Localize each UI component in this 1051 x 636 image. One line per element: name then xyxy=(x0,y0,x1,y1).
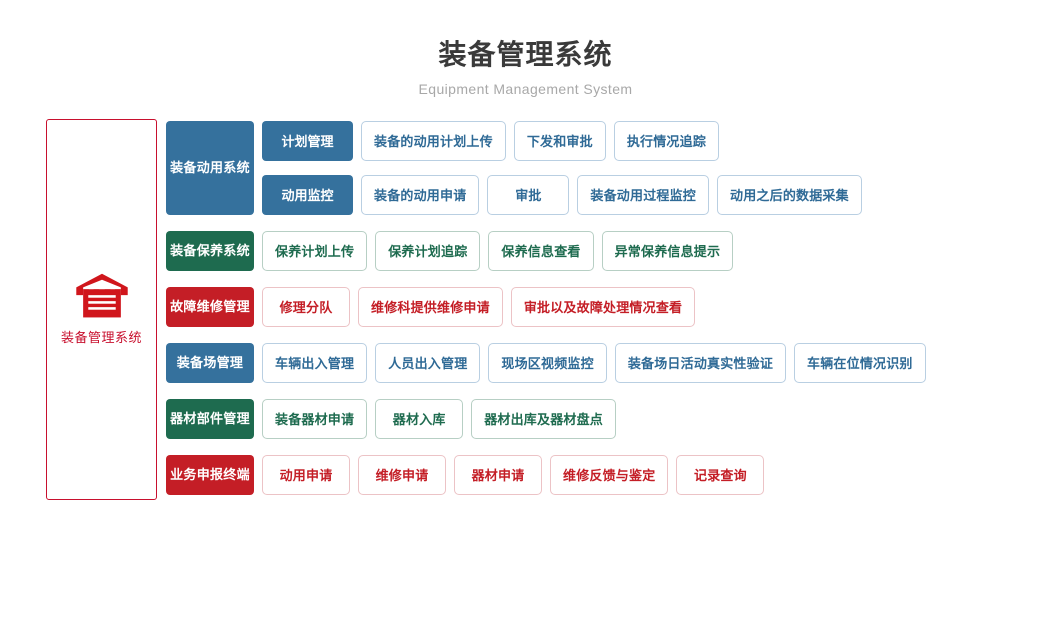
leaf-box[interactable]: 维修科提供维修申请 xyxy=(358,286,503,327)
leaf-box[interactable]: 动用之后的数据采集 xyxy=(717,174,862,215)
leaf-box[interactable]: 修理分队 xyxy=(262,286,350,327)
leaf-box[interactable]: 审批以及故障处理情况查看 xyxy=(510,286,696,327)
module-row-business-declaration: 业务申报终端 动用申请 维修申请 器材申请 维修反馈与鉴定 记录查询 xyxy=(166,454,926,495)
leaf-box[interactable]: 维修反馈与鉴定 xyxy=(550,454,669,495)
module-rows: 装备动用系统 计划管理 装备的动用计划上传 下发和审批 执行情况追踪 动用监控 … xyxy=(166,119,926,495)
module-row-parts-management: 器材部件管理 装备器材申请 器材入库 器材出库及器材盘点 xyxy=(166,398,926,439)
subcategory-box-usage-monitoring[interactable]: 动用监控 xyxy=(262,174,353,215)
leaf-box[interactable]: 保养信息查看 xyxy=(488,230,594,271)
leaf-box[interactable]: 器材申请 xyxy=(454,454,542,495)
leaf-box[interactable]: 现场区视频监控 xyxy=(488,342,607,383)
leaf-box[interactable]: 器材出库及器材盘点 xyxy=(471,398,617,439)
leaf-box[interactable]: 装备场日活动真实性验证 xyxy=(614,342,787,383)
category-box-equipment-maintenance[interactable]: 装备保养系统 xyxy=(166,230,254,271)
system-architecture-diagram: 装备管理系统 装备动用系统 计划管理 装备的动用计划上传 下发和审批 执行情况追… xyxy=(0,118,1051,500)
leaf-box[interactable]: 装备的动用申请 xyxy=(361,174,480,215)
leaf-box[interactable]: 动用申请 xyxy=(262,454,350,495)
leaf-box[interactable]: 审批 xyxy=(487,174,570,215)
leaf-box[interactable]: 装备器材申请 xyxy=(262,398,368,439)
leaf-box[interactable]: 装备的动用计划上传 xyxy=(361,120,506,161)
subrow-usage-monitoring: 动用监控 装备的动用申请 审批 装备动用过程监控 动用之后的数据采集 xyxy=(262,174,862,215)
leaf-box[interactable]: 装备动用过程监控 xyxy=(577,174,710,215)
leaf-box[interactable]: 异常保养信息提示 xyxy=(601,230,734,271)
page-subtitle: Equipment Management System xyxy=(418,80,633,97)
root-system-panel[interactable]: 装备管理系统 xyxy=(46,118,157,500)
category-box-equipment-usage[interactable]: 装备动用系统 xyxy=(166,120,254,215)
leaf-box[interactable]: 保养计划上传 xyxy=(262,230,368,271)
leaf-box[interactable]: 器材入库 xyxy=(375,398,464,439)
module-row-fault-repair: 故障维修管理 修理分队 维修科提供维修申请 审批以及故障处理情况查看 xyxy=(166,286,926,327)
module-row-equipment-usage: 装备动用系统 计划管理 装备的动用计划上传 下发和审批 执行情况追踪 动用监控 … xyxy=(166,120,926,215)
warehouse-icon xyxy=(75,273,128,318)
subrow-plan-management: 计划管理 装备的动用计划上传 下发和审批 执行情况追踪 xyxy=(262,120,862,161)
leaf-box[interactable]: 维修申请 xyxy=(358,454,446,495)
subgroups-equipment-usage: 计划管理 装备的动用计划上传 下发和审批 执行情况追踪 动用监控 装备的动用申请… xyxy=(262,120,862,215)
leaf-box[interactable]: 执行情况追踪 xyxy=(613,120,720,161)
page-header: 装备管理系统 Equipment Management System xyxy=(0,0,1051,97)
leaf-box[interactable]: 保养计划追踪 xyxy=(375,230,481,271)
module-row-equipment-maintenance: 装备保养系统 保养计划上传 保养计划追踪 保养信息查看 异常保养信息提示 xyxy=(166,230,926,271)
module-row-depot-management: 装备场管理 车辆出入管理 人员出入管理 现场区视频监控 装备场日活动真实性验证 … xyxy=(166,342,926,383)
page-title: 装备管理系统 xyxy=(438,39,613,70)
leaf-box[interactable]: 人员出入管理 xyxy=(375,342,481,383)
category-box-parts-management[interactable]: 器材部件管理 xyxy=(166,398,254,439)
category-box-depot-management[interactable]: 装备场管理 xyxy=(166,342,254,383)
category-box-fault-repair[interactable]: 故障维修管理 xyxy=(166,286,254,327)
subcategory-box-plan-management[interactable]: 计划管理 xyxy=(262,120,353,161)
category-box-business-declaration[interactable]: 业务申报终端 xyxy=(166,454,254,495)
leaf-box[interactable]: 下发和审批 xyxy=(513,120,606,161)
leaf-box[interactable]: 记录查询 xyxy=(676,454,765,495)
root-system-label: 装备管理系统 xyxy=(60,330,142,346)
leaf-box[interactable]: 车辆出入管理 xyxy=(262,342,368,383)
leaf-box[interactable]: 车辆在位情况识别 xyxy=(794,342,926,383)
